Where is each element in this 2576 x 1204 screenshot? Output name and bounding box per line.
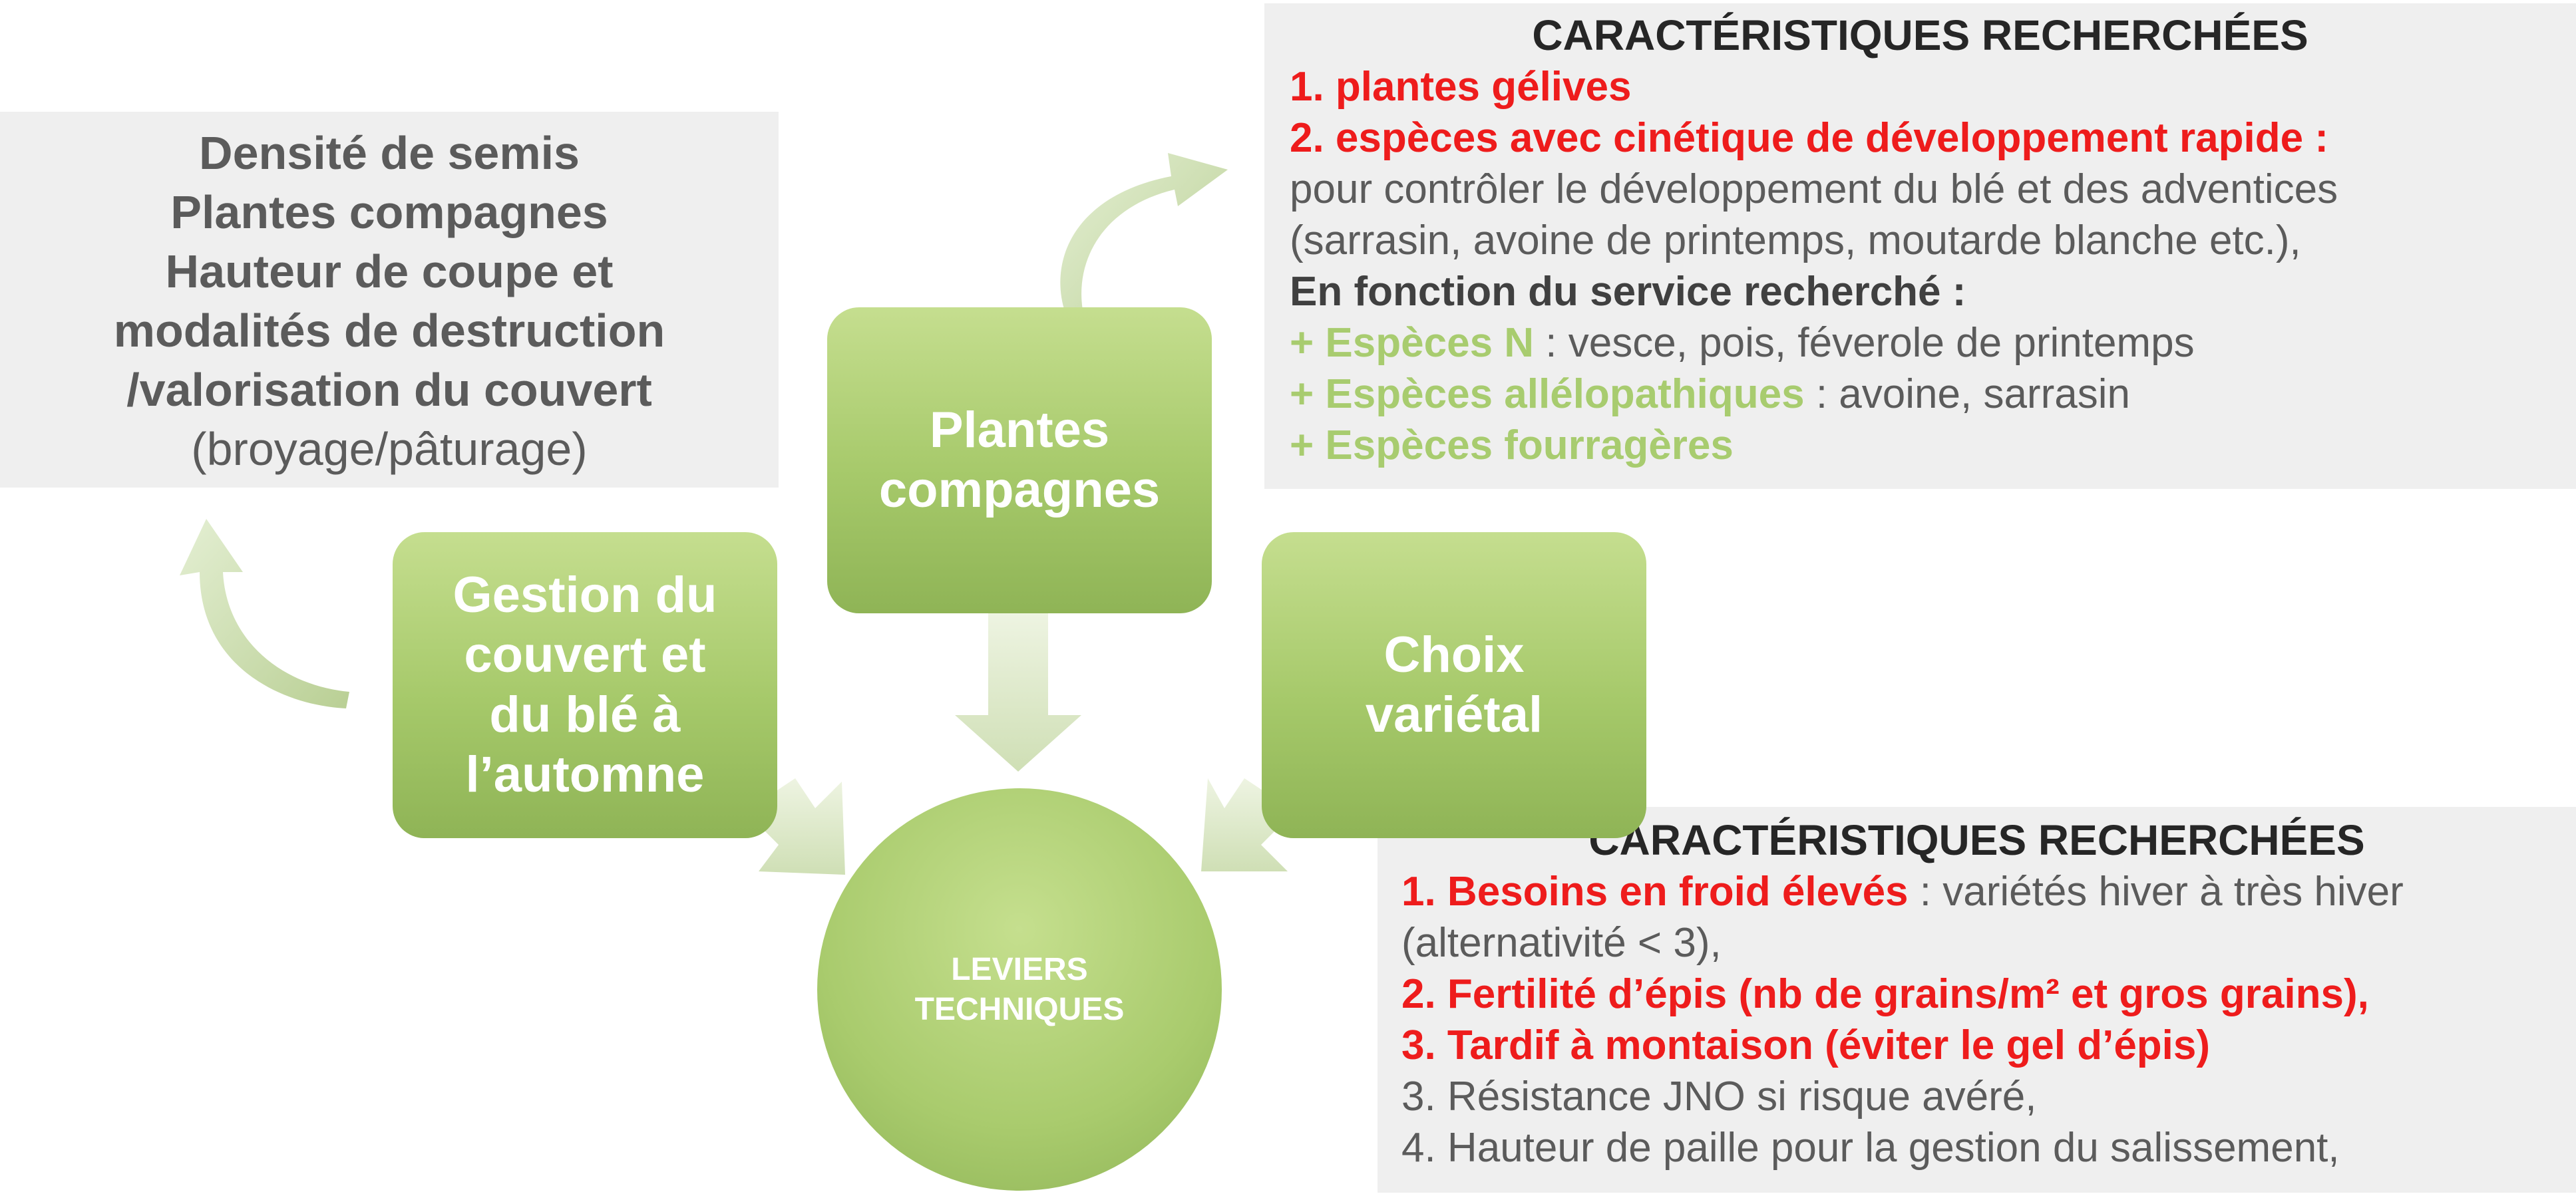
service-label: + Espèces allélopathiques <box>1290 371 1805 417</box>
feature-item: 1. plantes gélives <box>1290 64 1632 110</box>
box-line: du blé à <box>489 686 681 743</box>
plantes-compagnes-box: Plantes compagnes <box>827 307 1212 613</box>
panel-title: CARACTÉRISTIQUES RECHERCHÉES <box>1588 816 2365 864</box>
box-line: variétal <box>1365 686 1543 743</box>
box-line: Plantes <box>929 402 1110 458</box>
feature-item: 3. Tardif à montaison (éviter le gel d’é… <box>1401 1022 2211 1068</box>
panel-line: Plantes compagnes <box>170 186 608 238</box>
feature-item: 2. Fertilité d’épis (nb de grains/m² et … <box>1401 971 2369 1017</box>
box-line: l’automne <box>465 746 705 803</box>
leviers-techniques-circle: LEVIERS TECHNIQUES <box>817 788 1222 1191</box>
box-line: couvert et <box>464 627 706 683</box>
box-line: compagnes <box>878 462 1161 518</box>
feature-desc: : variétés hiver à très hiver <box>1908 869 2404 915</box>
panel-line: (broyage/pâturage) <box>191 423 588 475</box>
top-right-info-panel: CARACTÉRISTIQUES RECHERCHÉES 1. plantes … <box>1264 3 2576 489</box>
panel-line: Densité de semis <box>199 127 580 179</box>
circle-line: LEVIERS <box>951 951 1088 987</box>
feature-desc: (sarrasin, avoine de printemps, moutarde… <box>1290 218 2301 263</box>
box-line: Choix <box>1383 627 1525 683</box>
feature-item: 2. espèces avec cinétique de développeme… <box>1290 115 2328 161</box>
choix-varietal-box: Choix variétal <box>1262 532 1646 838</box>
gestion-couvert-box: Gestion du couvert et du blé à l’automne <box>393 532 777 838</box>
feature-item: 3. Résistance JNO si risque avéré, <box>1401 1074 2037 1120</box>
service-label: + Espèces N <box>1290 320 1535 366</box>
panel-line: modalités de destruction <box>113 305 665 357</box>
service-heading: En fonction du service recherché : <box>1290 269 1966 315</box>
feature-desc: (alternativité < 3), <box>1401 920 1722 966</box>
panel-title: CARACTÉRISTIQUES RECHERCHÉES <box>1532 11 2308 59</box>
service-item: + Espèces N : vesce, pois, féverole de p… <box>1290 317 2576 369</box>
bottom-right-info-panel: CARACTÉRISTIQUES RECHERCHÉES 1. Besoins … <box>1378 807 2576 1193</box>
panel-line: Hauteur de coupe et <box>165 245 614 297</box>
circle-line: TECHNIQUES <box>914 991 1125 1027</box>
feature-desc: pour contrôler le développement du blé e… <box>1290 166 2338 212</box>
feature-label: 1. Besoins en froid élevés <box>1401 869 1909 915</box>
left-info-panel: Densité de semis Plantes compagnes Haute… <box>0 112 779 488</box>
box-line: Gestion du <box>453 567 717 623</box>
curved-arrow-left-icon <box>180 519 349 708</box>
feature-item: 4. Hauteur de paille pour la gestion du … <box>1401 1125 2340 1171</box>
service-item: + Espèces allélopathiques : avoine, sarr… <box>1290 369 2576 420</box>
service-item: + Espèces fourragères <box>1290 422 1734 468</box>
down-arrow-icon <box>955 612 1081 772</box>
service-desc: : avoine, sarrasin <box>1804 371 2130 417</box>
service-desc: : vesce, pois, féverole de printemps <box>1534 320 2195 366</box>
feature-item: 1. Besoins en froid élevés : variétés hi… <box>1401 866 2576 917</box>
panel-line: /valorisation du couvert <box>126 364 652 416</box>
